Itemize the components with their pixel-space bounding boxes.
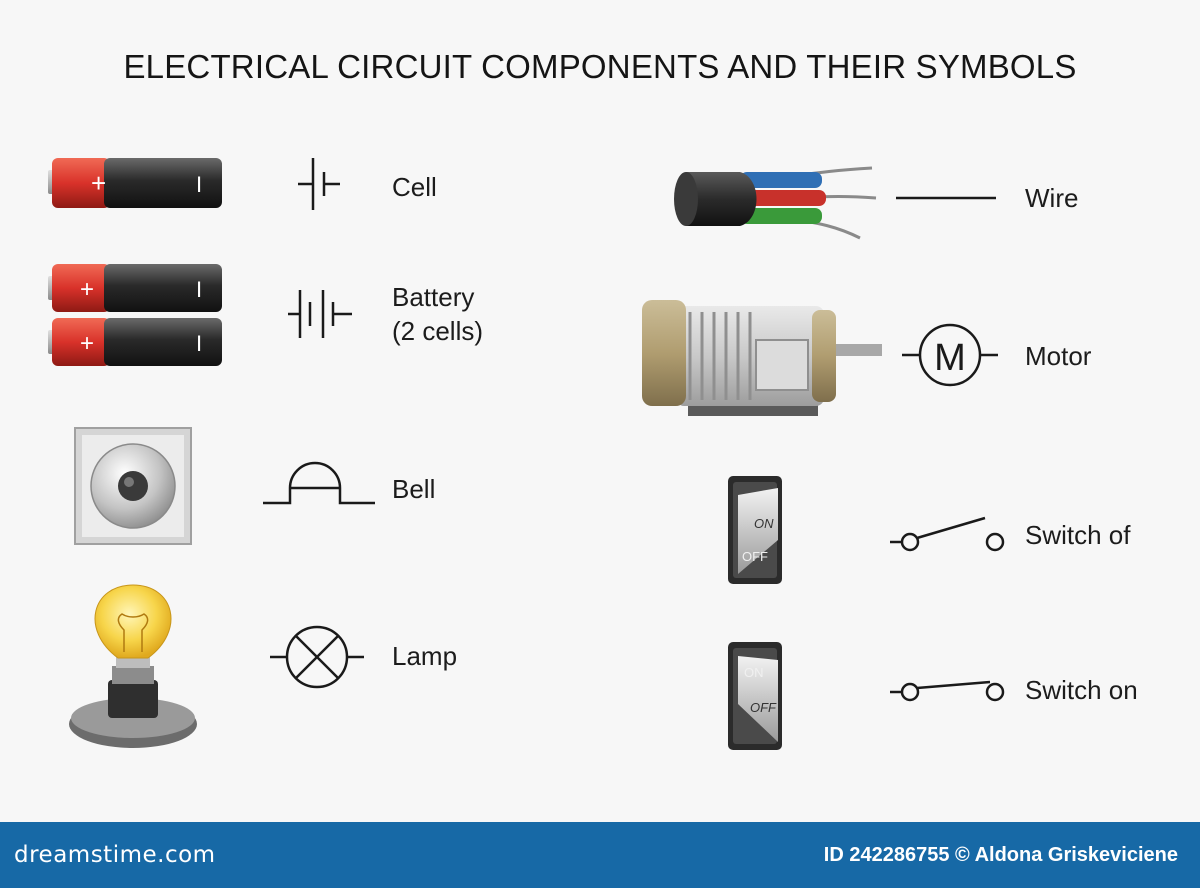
cell-minus-mark: I — [196, 172, 202, 197]
label-switch-off: Switch of — [1025, 520, 1131, 550]
cell-illustration: + I — [48, 158, 222, 208]
diagram-canvas: + I + I + I — [48, 158, 1005, 750]
battery-bottom-minus-mark: I — [196, 331, 202, 356]
switch-on-on-mark: ON — [744, 665, 764, 680]
switch-off-on-mark: ON — [754, 516, 774, 531]
label-battery: Battery — [392, 282, 475, 312]
wire-illustration — [674, 166, 877, 240]
motor-symbol-letter: M — [934, 337, 966, 379]
battery-bottom-plus-mark: + — [80, 330, 94, 357]
switch-on-illustration: ON OFF — [728, 642, 782, 750]
label-lamp: Lamp — [392, 641, 458, 671]
motor-symbol — [902, 323, 998, 387]
bell-symbol — [263, 461, 375, 505]
lamp-illustration — [69, 584, 197, 748]
switch-on-symbol — [890, 680, 1005, 702]
switch-off-off-mark: OFF — [742, 549, 768, 564]
switch-off-symbol — [890, 516, 1005, 552]
switch-on-off-mark: OFF — [750, 700, 777, 715]
page-title: ELECTRICAL CIRCUIT COMPONENTS AND THEIR … — [123, 48, 1077, 85]
battery-top-plus-mark: + — [80, 276, 94, 303]
footer-brand[interactable]: dreamstime.com — [14, 842, 216, 868]
label-motor: Motor — [1025, 341, 1092, 371]
cell-symbol — [298, 158, 340, 210]
label-cell: Cell — [392, 172, 437, 202]
footer-bar: dreamstime.com ID 242286755 © Aldona Gri… — [0, 822, 1200, 888]
battery-illustration: + I + I — [48, 264, 222, 366]
bell-illustration — [74, 427, 192, 545]
lamp-symbol — [270, 625, 364, 689]
footer-credit: ID 242286755 © Aldona Griskeviciene — [823, 844, 1178, 866]
label-bell: Bell — [392, 474, 436, 504]
battery-top-minus-mark: I — [196, 277, 202, 302]
motor-illustration — [642, 300, 882, 416]
label-switch-on: Switch on — [1025, 675, 1138, 705]
label-battery-cells: (2 cells) — [392, 316, 484, 346]
switch-off-illustration: ON OFF — [728, 476, 782, 584]
cell-plus-mark: + — [91, 168, 106, 198]
label-wire: Wire — [1025, 183, 1079, 213]
battery-symbol — [288, 290, 352, 338]
